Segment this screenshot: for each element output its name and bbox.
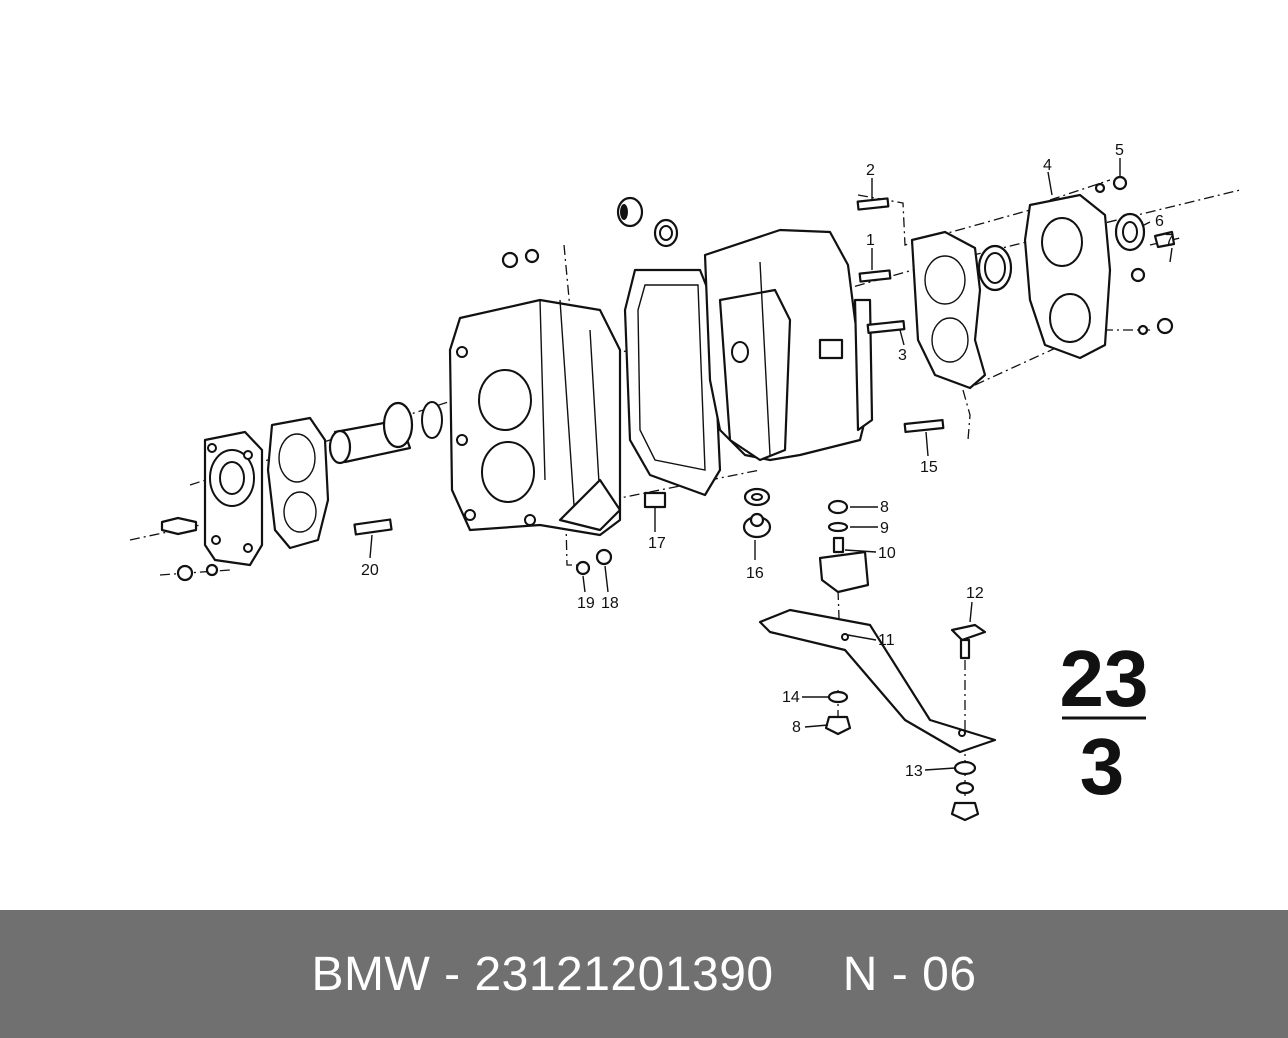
callout-8: 8 bbox=[880, 499, 889, 516]
rubber-bushing bbox=[742, 487, 772, 539]
callout-11: 11 bbox=[878, 632, 895, 649]
callout-1: 1 bbox=[866, 232, 875, 249]
footer-separator-2: - bbox=[877, 947, 923, 1001]
footer-gap bbox=[774, 948, 843, 1001]
callout-7: 7 bbox=[1165, 232, 1174, 249]
callout-16: 16 bbox=[746, 565, 764, 582]
callout-2: 2 bbox=[866, 162, 875, 179]
callout-labels: 1 2 3 4 5 6 7 8 9 10 11 12 13 14 8 15 16… bbox=[361, 142, 1174, 780]
footer-code-prefix: N bbox=[842, 947, 878, 1001]
callout-10: 10 bbox=[878, 545, 896, 562]
callout-17: 17 bbox=[648, 535, 666, 552]
guide-sleeve bbox=[328, 401, 443, 465]
sheet-group: 23 bbox=[1060, 634, 1149, 723]
callout-18: 18 bbox=[601, 595, 619, 612]
sheet-page: 3 bbox=[1080, 722, 1125, 811]
footer-brand: BMW bbox=[311, 947, 431, 1001]
main-gasket bbox=[623, 268, 722, 497]
transmission-mount bbox=[818, 499, 870, 594]
callout-12: 12 bbox=[966, 585, 984, 602]
callout-14: 14 bbox=[782, 689, 800, 706]
front-gasket bbox=[266, 416, 330, 550]
footer-separator: - bbox=[430, 947, 475, 1001]
callout-4: 4 bbox=[1043, 157, 1052, 174]
callout-13: 13 bbox=[905, 763, 923, 780]
callout-6: 6 bbox=[1155, 213, 1164, 230]
callout-20: 20 bbox=[361, 562, 379, 579]
rear-gasket bbox=[910, 230, 1013, 390]
mount-fasteners bbox=[824, 690, 980, 822]
footer-bar: BMW - 23121201390 N - 06 bbox=[0, 910, 1288, 1038]
callout-15: 15 bbox=[920, 459, 938, 476]
footer-part-number: 23121201390 bbox=[474, 947, 774, 1001]
callout-5: 5 bbox=[1115, 142, 1124, 159]
front-bolts bbox=[160, 516, 219, 582]
sheet-number: 23 3 bbox=[1060, 634, 1149, 811]
callout-19: 19 bbox=[577, 595, 595, 612]
footer-code-number: 06 bbox=[922, 947, 977, 1001]
transmission-case bbox=[703, 228, 874, 462]
footer-caption: BMW - 23121201390 N - 06 bbox=[311, 947, 976, 1002]
intermediate-housing bbox=[448, 298, 622, 537]
housing-nuts bbox=[501, 248, 613, 576]
plug-and-seal bbox=[616, 196, 679, 248]
callout-3: 3 bbox=[898, 347, 907, 364]
callout-8b: 8 bbox=[792, 719, 801, 736]
parts-diagram: 1 2 3 4 5 6 7 8 9 10 11 12 13 14 8 15 16… bbox=[129, 142, 1241, 822]
crossmember-bolt bbox=[950, 623, 987, 660]
rear-cover bbox=[1023, 175, 1176, 360]
studs bbox=[353, 197, 945, 536]
crossmember bbox=[758, 608, 997, 754]
front-bearing-cover bbox=[203, 430, 264, 567]
callout-9: 9 bbox=[880, 520, 889, 537]
